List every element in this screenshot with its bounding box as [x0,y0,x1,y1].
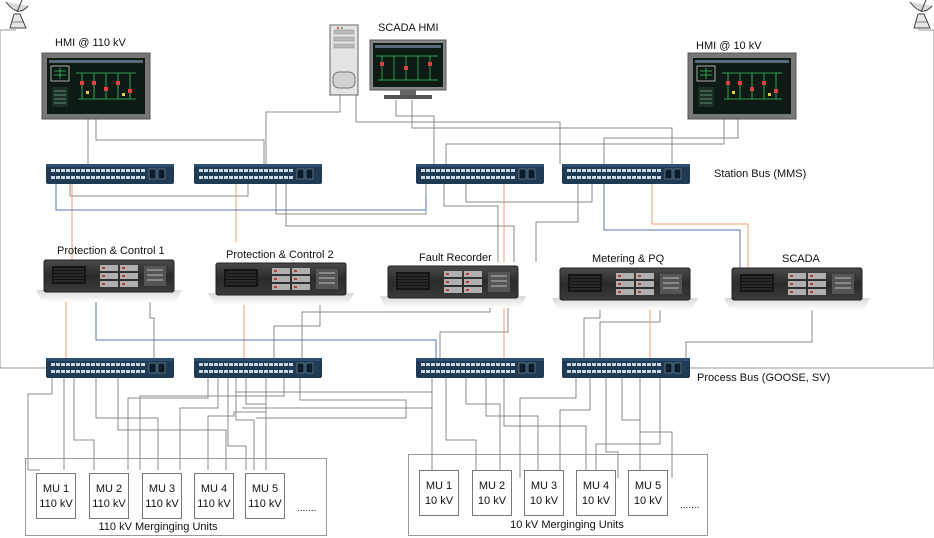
server-label-protection-control-1: Protection & Control 1 [57,245,165,257]
server-label-scada: SCADA [782,253,820,265]
mu-10-unit-1: MU 1 10 kV [419,470,459,516]
mu-110-unit-2-name: MU 2 [95,483,123,495]
server-label-metering-pq: Metering & PQ [592,253,665,265]
hmi-110-label: HMI @ 110 kV [55,37,126,49]
server-label-fault-recorder: Fault Recorder [419,252,492,264]
mu-10-unit-2-name: MU 2 [478,480,506,492]
hmi-10-label: HMI @ 10 kV [696,40,762,52]
process-switch-2 [193,357,323,379]
mu-10-unit-1-name: MU 1 [425,480,453,492]
mu-10-unit-4-name: MU 4 [582,480,610,492]
process-switch-3 [415,357,545,379]
process-bus-label: Process Bus (GOOSE, SV) [697,372,831,384]
mu-10-unit-1-voltage: 10 kV [424,495,454,507]
process-switch-1 [45,357,175,379]
mu-110-group-box [25,458,327,536]
mu-10-unit-5-voltage: 10 kV [633,495,663,507]
mu-110-unit-2: MU 2 110 kV [89,473,129,519]
mu-10-unit-3-name: MU 3 [530,480,558,492]
station-switch-4 [561,163,691,185]
mu-10-group-label: 10 kV Merginging Units [510,519,624,531]
mu-110-unit-4: MU 4 110 kV [194,473,234,519]
mu-110-unit-3: MU 3 110 kV [142,473,182,519]
server-scada [723,267,871,311]
server-protection-control-1 [35,259,183,303]
scada-workstation-icon [329,24,447,99]
process-switch-4 [561,357,691,379]
mu-110-unit-5-name: MU 5 [251,483,279,495]
mu-10-unit-4: MU 4 10 kV [576,470,616,516]
station-bus-label: Station Bus (MMS) [714,168,807,180]
hmi-10-monitor-icon [687,52,797,120]
mu-110-unit-5-voltage: 110 kV [248,498,282,510]
station-switch-1 [45,163,175,185]
server-fault-recorder [379,265,527,309]
mu-10-group-box [408,454,708,536]
server-label-protection-control-2: Protection & Control 2 [226,249,334,261]
mu-110-unit-3-voltage: 110 kV [145,498,179,510]
mu-10-unit-5-name: MU 5 [634,480,662,492]
mu-10-unit-2: MU 2 10 kV [472,470,512,516]
hmi-110-monitor-icon [41,52,151,120]
mu-10-unit-4-voltage: 10 kV [581,495,611,507]
scada-hmi-label: SCADA HMI [378,22,439,34]
mu-10-unit-5: MU 5 10 kV [628,470,668,516]
links-blue [55,184,741,358]
antenna-left-icon [5,0,29,29]
antenna-right-icon [909,0,933,29]
mu-10-unit-2-voltage: 10 kV [477,495,507,507]
mu-110-ellipsis: ....... [297,503,317,514]
station-switch-3 [415,163,545,185]
server-metering-pq [551,267,699,311]
outer-boundary [0,29,934,369]
mu-110-unit-1-voltage: 110 kV [39,498,73,510]
mu-10-ellipsis: ....... [680,500,700,511]
mu-110-group-label: 110 kV Merginging Units [98,521,218,533]
station-switch-2 [193,163,323,185]
mu-110-unit-2-voltage: 110 kV [92,498,126,510]
mu-110-unit-4-name: MU 4 [200,483,228,495]
mu-110-unit-3-name: MU 3 [148,483,176,495]
mu-110-unit-1-name: MU 1 [42,483,70,495]
mu-110-unit-4-voltage: 110 kV [197,498,231,510]
mu-10-unit-3-voltage: 10 kV [529,495,559,507]
mu-110-unit-5: MU 5 110 kV [245,473,285,519]
mu-10-unit-3: MU 3 10 kV [524,470,564,516]
server-protection-control-2 [207,262,355,306]
mu-110-unit-1: MU 1 110 kV [36,473,76,519]
